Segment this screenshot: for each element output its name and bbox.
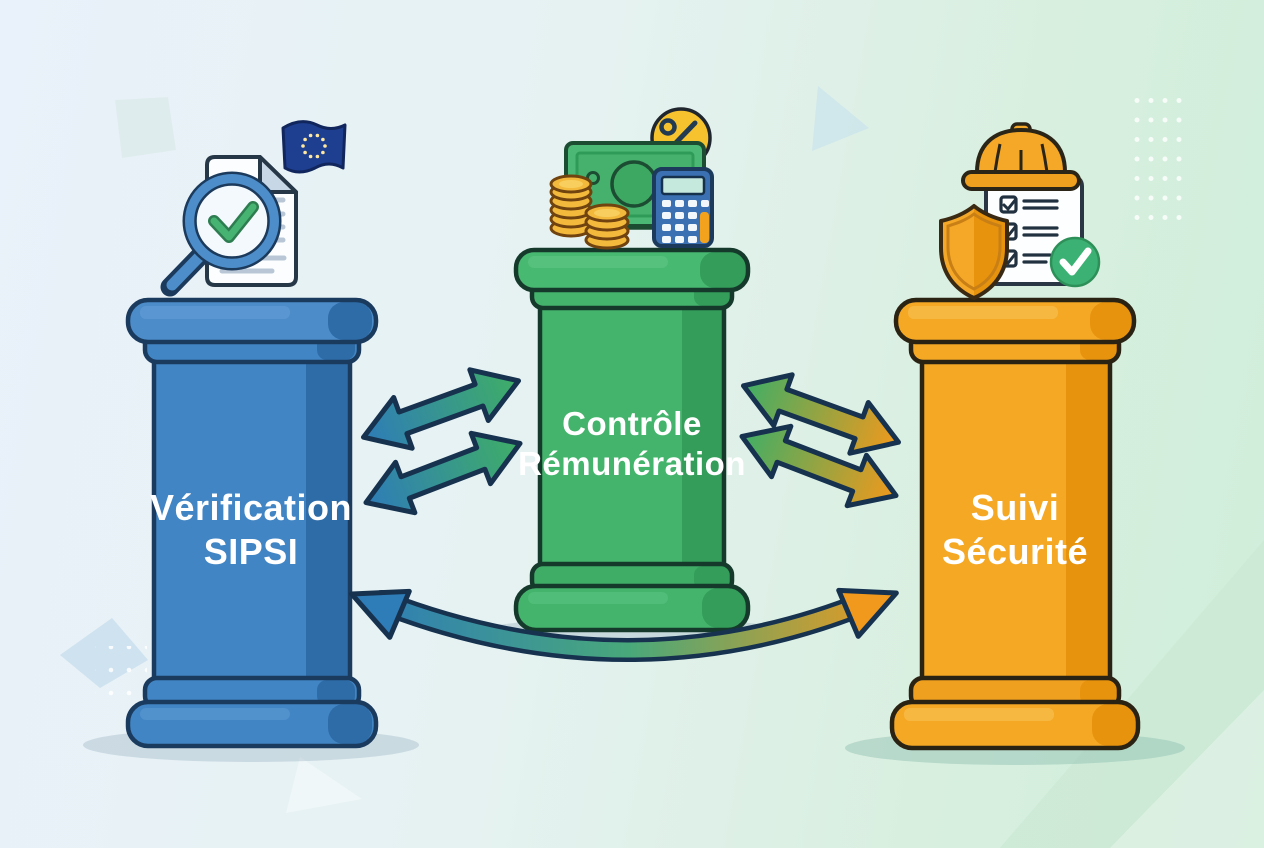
double-arrows-left	[354, 355, 529, 527]
label-line: Sécurité	[941, 530, 1089, 572]
magnifier-check-icon	[160, 171, 282, 297]
label-line: Suivi	[970, 487, 1060, 528]
pillar-verification-sipsi	[83, 297, 419, 762]
arrowhead-left-icon	[349, 588, 412, 640]
hard-hat-icon	[961, 122, 1081, 191]
calculator-screen	[660, 175, 706, 196]
decor-triangle-bottom-left	[286, 757, 362, 813]
label-line: SIPSI	[203, 530, 299, 572]
decor-dot-grid-right	[1126, 93, 1184, 227]
decor-wedge-bottom-right	[1000, 540, 1264, 848]
calculator-icon	[652, 167, 714, 248]
icon-group-securite	[939, 122, 1101, 300]
calculator-orange-key	[700, 212, 709, 243]
decor-wedge-bottom-right-light	[1110, 690, 1264, 848]
decor-dot-grid-bottom-left	[95, 646, 147, 706]
curved-double-arrow	[349, 587, 899, 662]
decor-triangle-top-center	[812, 86, 869, 151]
decor-square-top-left	[115, 97, 176, 158]
icon-group-remuneration	[549, 107, 714, 250]
arrowhead-right-icon	[836, 587, 899, 639]
pillar-label-suivi-securite: Suivi Sécurité	[894, 486, 1136, 574]
pillar-label-verification-sipsi: Vérification SIPSI	[128, 486, 374, 574]
pillar-label-controle-remuneration: Contrôle Rémunération	[505, 404, 759, 485]
background-decor	[60, 86, 1264, 848]
label-line: Contrôle	[562, 405, 702, 442]
check-circle-icon	[1049, 236, 1101, 288]
shield-icon	[939, 204, 1009, 300]
pillar-suivi-securite	[845, 297, 1185, 765]
icon-group-verification	[160, 120, 347, 297]
eu-flag-icon	[281, 120, 347, 174]
label-line: Rémunération	[518, 445, 746, 483]
label-line: Vérification	[149, 487, 353, 528]
coin-stacks-icon	[549, 174, 630, 250]
